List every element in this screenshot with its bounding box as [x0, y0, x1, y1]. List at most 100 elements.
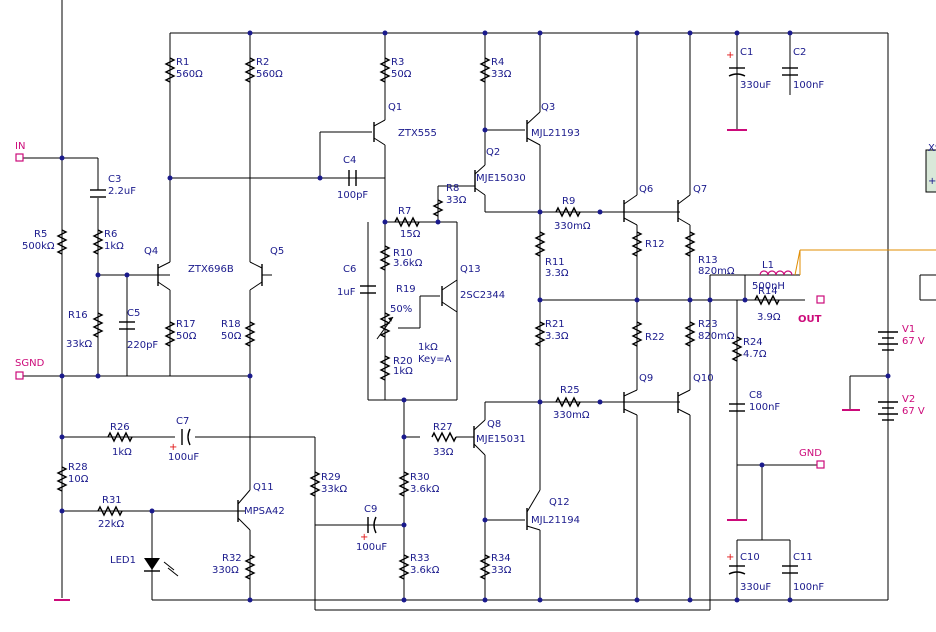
r34-symbol	[479, 554, 491, 580]
c6-symbol	[360, 285, 376, 294]
component-label: 3.9Ω	[757, 312, 781, 323]
r29-symbol	[309, 471, 321, 497]
component-label: 330mΩ	[553, 410, 590, 421]
r33-symbol	[398, 554, 410, 580]
component-label: R23	[698, 319, 718, 330]
component-label: R24	[743, 337, 763, 348]
component-label: 500nH	[752, 281, 785, 292]
c5-symbol	[119, 321, 135, 330]
component-label: R9	[562, 196, 575, 207]
component-label: R27	[433, 422, 453, 433]
component-label: R33	[410, 553, 430, 564]
component-label: 220pF	[127, 340, 158, 351]
r5-symbol	[56, 229, 68, 255]
r30-symbol	[398, 471, 410, 497]
r4-symbol	[479, 57, 491, 83]
component-label: 15Ω	[400, 229, 421, 240]
component-label: Key=A	[418, 354, 452, 365]
component-label: 33Ω	[491, 69, 512, 80]
component-label: 50%	[390, 304, 412, 315]
component-label: MJE15031	[476, 434, 526, 445]
component-label: MJL21193	[531, 128, 580, 139]
component-label: 4.7Ω	[743, 349, 767, 360]
component-label: MJL21194	[531, 515, 580, 526]
component-label: R13	[698, 255, 718, 266]
component-label: R6	[104, 229, 117, 240]
component-label: 1kΩ	[104, 241, 124, 252]
component-label: 1uF	[337, 287, 356, 298]
component-label: 33Ω	[491, 565, 512, 576]
q7-symbol	[677, 194, 691, 226]
v2-symbol	[878, 401, 898, 421]
r32-symbol	[244, 554, 256, 580]
sgnd-port-label: SGND	[15, 358, 45, 369]
component-label: 67 V	[902, 336, 925, 347]
in-port-label: IN	[15, 141, 25, 152]
component-label: 2SC2344	[460, 290, 505, 301]
component-label: 330mΩ	[554, 221, 591, 232]
component-label: 33Ω	[446, 195, 467, 206]
c1-symbol	[728, 67, 746, 77]
component-label: R21	[545, 319, 565, 330]
r28-symbol	[56, 466, 68, 492]
component-label: R20	[393, 356, 413, 367]
component-label: 820mΩ	[698, 266, 735, 277]
component-label: 3.6kΩ	[410, 484, 440, 495]
component-label: 820mΩ	[698, 331, 735, 342]
component-label: C4	[343, 155, 356, 166]
wires	[22, 0, 936, 611]
r18-symbol	[244, 321, 256, 347]
component-label: R26	[110, 422, 130, 433]
component-label: 100uF	[356, 542, 387, 553]
component-label: 1kΩ	[393, 366, 413, 377]
component-label: 50Ω	[176, 331, 197, 342]
r7-symbol	[394, 216, 420, 228]
component-label: +	[726, 552, 734, 563]
r21-symbol	[534, 321, 546, 347]
component-label: 100nF	[793, 582, 824, 593]
gnd-port-label: GND	[799, 448, 822, 459]
q5-symbol	[249, 261, 272, 291]
component-label: Q5	[270, 246, 284, 257]
component-label: +	[169, 442, 177, 453]
component-label: 2.2uF	[108, 186, 136, 197]
transistor-symbols	[148, 111, 691, 531]
component-label: 100nF	[749, 402, 780, 413]
component-label: R11	[545, 257, 565, 268]
capacitor-symbols	[90, 67, 798, 575]
component-label: R30	[410, 472, 430, 483]
component-label: 10Ω	[68, 474, 89, 485]
component-label: C9	[364, 504, 377, 515]
v1-symbol	[878, 331, 898, 351]
r9-symbol	[555, 206, 581, 218]
component-label: C10	[740, 552, 760, 563]
component-label: 1kΩ	[112, 447, 132, 458]
component-label: Q8	[487, 419, 501, 430]
svg-text:+: +	[928, 176, 936, 187]
r19-symbol	[379, 312, 391, 338]
r31-symbol	[97, 505, 123, 517]
component-label: Q9	[639, 373, 653, 384]
q6-symbol	[623, 194, 638, 226]
component-label: Q11	[253, 482, 274, 493]
r26-symbol	[107, 431, 133, 443]
component-label: V2	[902, 394, 915, 405]
component-label: R16	[68, 310, 88, 321]
component-label: R8	[446, 183, 459, 194]
r8-symbol	[432, 199, 444, 217]
component-label: Q7	[693, 184, 707, 195]
polarity-marks: + + + +	[169, 50, 734, 563]
component-label: 67 V	[902, 406, 925, 417]
component-label: Q2	[486, 147, 500, 158]
component-label: Q3	[541, 102, 555, 113]
component-label: 50Ω	[391, 69, 412, 80]
component-label: C3	[108, 174, 121, 185]
component-label: 3.6kΩ	[410, 565, 440, 576]
component-label: 100uF	[168, 452, 199, 463]
r2-symbol	[244, 57, 256, 83]
component-label: 100nF	[793, 80, 824, 91]
component-label: 330Ω	[212, 565, 239, 576]
component-label: 1kΩ	[418, 342, 438, 353]
